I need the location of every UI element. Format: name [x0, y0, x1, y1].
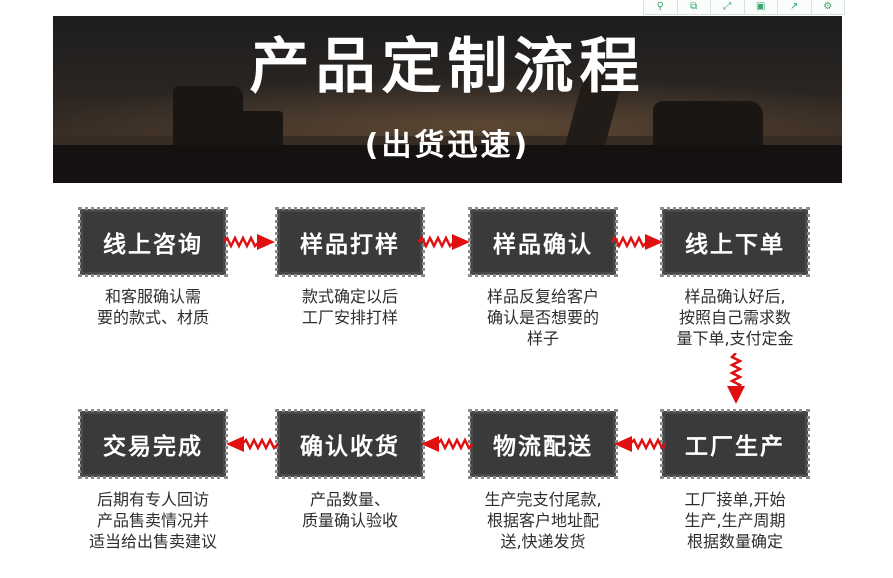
step-label: 线上咨询 [103, 225, 203, 259]
desc-line: 根据客户地址配 [458, 510, 628, 531]
arrow-right-icon [418, 232, 472, 252]
desc-line: 样品反复给客户 [458, 286, 628, 307]
desc-line: 后期有专人回访 [68, 489, 238, 510]
step-label: 交易完成 [103, 427, 203, 461]
step-sample-making: 样品打样 [280, 212, 420, 272]
arrow-right-icon [611, 232, 665, 252]
desc-line: 工厂安排打样 [265, 307, 435, 328]
desc-line: 根据数量确定 [650, 531, 820, 552]
arrow-left-icon [224, 434, 278, 454]
desc-line: 和客服确认需 [68, 286, 238, 307]
desc-line: 产品数量、 [265, 489, 435, 510]
step-description: 样品反复给客户 确认是否想要的 样子 [458, 286, 628, 349]
banner-title: 产品定制流程 [53, 32, 842, 102]
step-description: 后期有专人回访 产品售卖情况并 适当给出售卖建议 [68, 489, 238, 552]
desc-line: 产品售卖情况并 [68, 510, 238, 531]
settings-icon[interactable]: ⚙ [812, 0, 845, 14]
desc-line: 款式确定以后 [265, 286, 435, 307]
step-label: 线上下单 [685, 225, 785, 259]
copy-icon[interactable]: ⧉ [678, 0, 712, 14]
step-description: 工厂接单,开始 生产,生产周期 根据数量确定 [650, 489, 820, 552]
desc-line: 质量确认验收 [265, 510, 435, 531]
step-label: 样品打样 [300, 225, 400, 259]
desc-line: 按照自己需求数 [650, 307, 820, 328]
arrow-left-icon [612, 434, 666, 454]
step-label: 工厂生产 [685, 427, 785, 461]
arrow-left-icon [419, 434, 473, 454]
save-icon[interactable]: ▣ [745, 0, 779, 14]
share-icon[interactable]: ↗ [778, 0, 812, 14]
step-factory-production: 工厂生产 [665, 414, 805, 474]
step-description: 生产完支付尾款, 根据客户地址配 送,快递发货 [458, 489, 628, 552]
step-online-order: 线上下单 [665, 212, 805, 272]
desc-line: 要的款式、材质 [68, 307, 238, 328]
step-description: 样品确认好后, 按照自己需求数 量下单,支付定金 [650, 286, 820, 349]
desc-line: 量下单,支付定金 [650, 328, 820, 349]
step-label: 确认收货 [300, 427, 400, 461]
step-online-consult: 线上咨询 [83, 212, 223, 272]
step-confirm-receipt: 确认收货 [280, 414, 420, 474]
search-icon[interactable]: ⚲ [644, 0, 678, 14]
image-toolbar: ⚲ ⧉ ⤢ ▣ ↗ ⚙ [643, 0, 845, 15]
step-logistics: 物流配送 [473, 414, 613, 474]
banner-subtitle: (出货迅速) [53, 126, 842, 166]
step-description: 和客服确认需 要的款式、材质 [68, 286, 238, 328]
desc-line: 样品确认好后, [650, 286, 820, 307]
desc-line: 生产,生产周期 [650, 510, 820, 531]
arrow-down-icon [725, 353, 747, 405]
expand-icon[interactable]: ⤢ [711, 0, 745, 14]
desc-line: 工厂接单,开始 [650, 489, 820, 510]
step-deal-complete: 交易完成 [83, 414, 223, 474]
step-sample-confirm: 样品确认 [473, 212, 613, 272]
step-description: 产品数量、 质量确认验收 [265, 489, 435, 531]
desc-line: 送,快递发货 [458, 531, 628, 552]
desc-line: 确认是否想要的 [458, 307, 628, 328]
step-description: 款式确定以后 工厂安排打样 [265, 286, 435, 328]
desc-line: 适当给出售卖建议 [68, 531, 238, 552]
desc-line: 样子 [458, 328, 628, 349]
step-label: 物流配送 [493, 427, 593, 461]
desc-line: 生产完支付尾款, [458, 489, 628, 510]
arrow-right-icon [223, 232, 277, 252]
banner: 产品定制流程 (出货迅速) [53, 16, 842, 183]
step-label: 样品确认 [493, 225, 593, 259]
